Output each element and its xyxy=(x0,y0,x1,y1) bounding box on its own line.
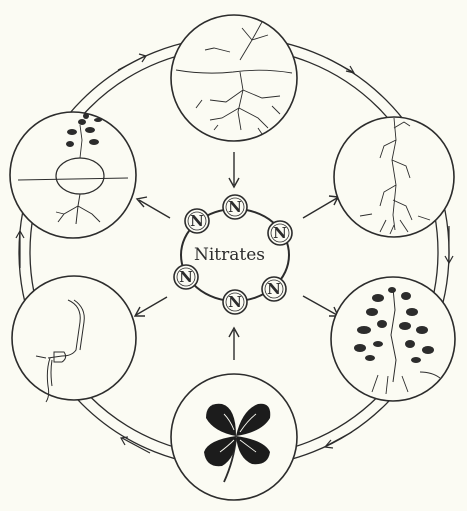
stage-lower-left xyxy=(12,276,136,402)
arrow-to-upper-left xyxy=(137,197,170,218)
stage-upper-right xyxy=(334,117,454,237)
arrow-to-upper-right xyxy=(303,196,338,218)
nitrogen-atom-top-left: N xyxy=(185,209,209,233)
nitrogen-atom-left: N xyxy=(174,265,198,289)
nitrogen-symbol: N xyxy=(273,224,287,242)
ring-arrow-bottom-left xyxy=(121,437,150,453)
ring-arrow-top-right xyxy=(327,58,354,73)
nitrates-label: Nitrates xyxy=(194,245,265,265)
nitrogen-atom-lower-right: N xyxy=(262,277,286,301)
stage-upper-left xyxy=(10,112,136,238)
nitrogen-atom-right: N xyxy=(268,221,292,245)
stage-top xyxy=(171,15,297,141)
arrow-bottom-up xyxy=(229,328,239,360)
stage-bottom xyxy=(171,374,297,500)
nitrogen-symbol: N xyxy=(228,198,242,216)
arrow-top-down xyxy=(229,152,239,187)
nitrogen-symbol: N xyxy=(190,212,204,230)
nitrogen-atom-bottom: N xyxy=(223,290,247,314)
nitrogen-symbol: N xyxy=(267,280,281,298)
arrow-to-lower-right xyxy=(303,296,338,316)
nitrogen-atom-top: N xyxy=(223,195,247,219)
ring-arrow-left xyxy=(16,231,24,268)
nitrogen-symbol: N xyxy=(228,293,242,311)
nitrates-center: Nitrates N N N N N N xyxy=(174,195,292,314)
arrow-to-lower-left xyxy=(135,297,167,316)
ring-arrow-right xyxy=(445,226,453,263)
stage-lower-right xyxy=(331,277,455,401)
nitrogen-symbol: N xyxy=(179,268,193,286)
